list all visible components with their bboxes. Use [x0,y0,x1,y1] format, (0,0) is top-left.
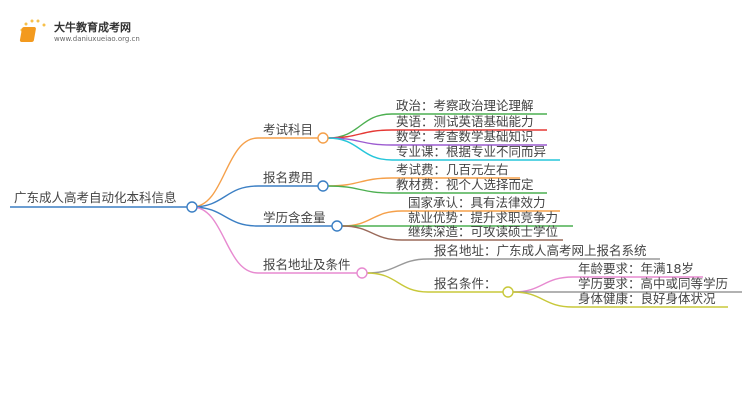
leaf-label: 继续深造：可攻读硕士学位 [408,224,558,239]
book-logo-icon [19,19,46,42]
leaf-label: 考试费：几百元左右 [396,162,509,177]
branch-node[interactable] [317,132,329,144]
leaf-connector [327,137,560,161]
leaf-label: 报名条件： [434,276,497,291]
leaf-label: 英语：测试英语基础能力 [396,114,534,129]
branch-label: 报名费用 [263,170,313,185]
leaf-connector [327,185,547,194]
branch-node[interactable] [331,220,343,232]
sub-branch-node[interactable] [502,286,514,298]
root-label: 广东成人高考自动化本科信息 [14,190,177,205]
leaf-connector [366,258,660,274]
leaf-label: 专业课：根据专业不同而异 [396,144,546,159]
branch-label: 报名地址及条件 [263,257,351,272]
leaf-label: 数学：考查数学基础知识 [396,129,534,144]
logo-url: www.daniuxueiao.org.cn [54,35,140,43]
branch-connector [191,137,318,208]
leaf-label: 教材费：视个人选择而定 [396,177,534,192]
leaf-connector [366,272,503,293]
branch-node[interactable] [317,180,329,192]
branch-connector [191,206,357,274]
leaf-label: 政治：考察政治理论理解 [396,98,534,113]
logo-title: 大牛教育成考网 [54,20,131,34]
leaf-label: 身体健康：良好身体状况 [578,291,716,306]
logo: 大牛教育成考网 www.daniuxueiao.org.cn [19,19,140,43]
root-node[interactable] [186,201,198,213]
branch-connector [191,206,332,227]
leaf-label: 国家承认：具有法律效力 [408,195,546,210]
leaf-label: 就业优势：提升求职竞争力 [408,210,558,225]
leaf-label: 学历要求：高中或同等学历 [578,276,728,291]
branch-label: 学历含金量 [263,210,326,225]
branch-connector [191,185,318,208]
branch-label: 考试科目 [263,122,313,137]
leaf-connector [512,291,728,308]
leaf-label: 报名地址：广东成人高考网上报名系统 [434,243,647,258]
leaf-label: 年龄要求：年满18岁 [578,261,694,276]
branch-node[interactable] [356,267,368,279]
leaf-connector [341,225,563,241]
